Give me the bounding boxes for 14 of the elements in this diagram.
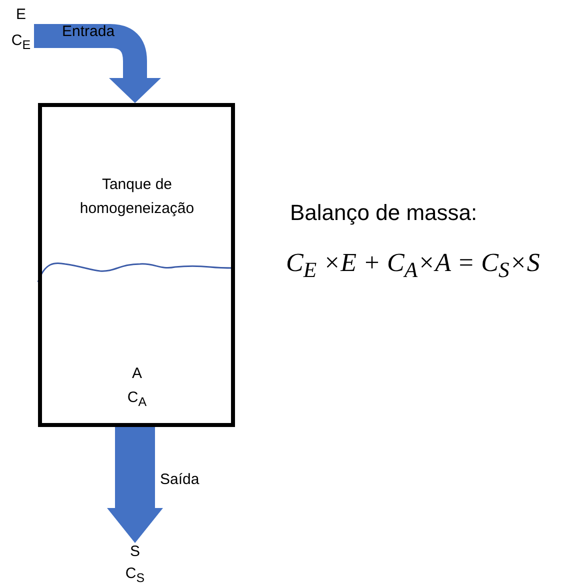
mass-balance-equation: C$_{E}$ ×E + C$_{A}$×A = C$_{S}$×S bbox=[286, 248, 540, 284]
node-text: C$_{A}$ bbox=[126, 389, 148, 411]
edge-label: Saída bbox=[160, 471, 200, 488]
node-text: E bbox=[14, 6, 27, 24]
tank-box bbox=[38, 103, 235, 427]
heading-text: Balanço de massa: bbox=[290, 200, 478, 226]
block-arrow bbox=[107, 427, 163, 543]
node-text: C$_{E}$ bbox=[10, 32, 32, 54]
node-text: Tanque de homogeneização bbox=[78, 175, 196, 219]
edge-label: Entrada bbox=[62, 23, 115, 40]
node-text: A bbox=[130, 365, 143, 383]
node-text: C$_{S}$ bbox=[124, 565, 146, 587]
block-arrow bbox=[34, 24, 161, 103]
node-text: S bbox=[128, 543, 141, 561]
